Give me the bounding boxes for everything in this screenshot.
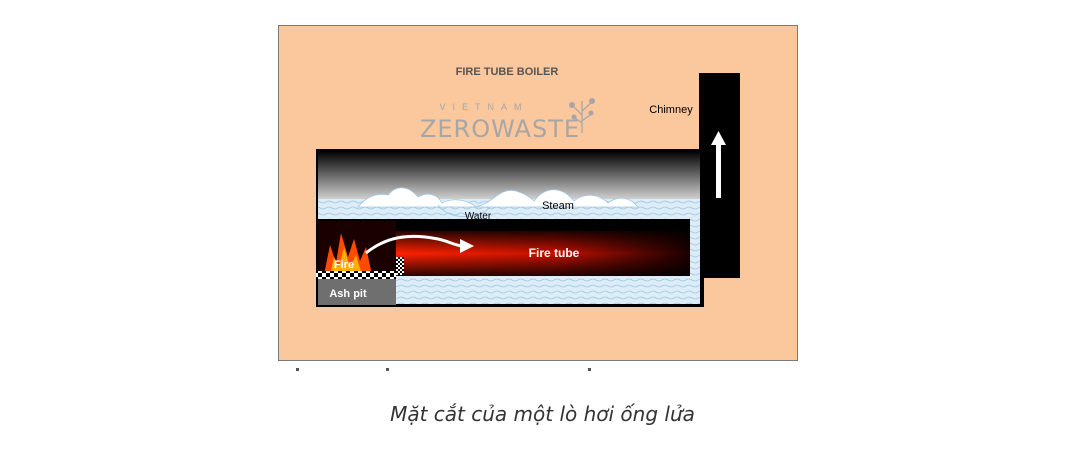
watermark-bottom: ZEROWASTE: [420, 115, 580, 143]
fire-tube-label: Fire tube: [529, 246, 580, 260]
steam-label: Steam: [542, 200, 574, 212]
flow-arrow-icon: [365, 234, 474, 255]
figure-caption: Mặt cắt của một lò hơi ống lửa: [390, 402, 695, 426]
water-lower: [396, 276, 700, 304]
chimney-label: Chimney: [649, 104, 693, 116]
ash-pit: [318, 279, 396, 305]
diagram-frame: FIRE TUBE BOILER VIETNAM ZEROWASTE Chimn…: [278, 25, 798, 361]
fire-label: Fire: [334, 259, 354, 271]
ash-pit-label: Ash pit: [329, 288, 367, 300]
scan-mark: [386, 368, 389, 371]
scan-mark: [296, 368, 299, 371]
grate: [316, 271, 396, 279]
boiler-diagram: FIRE TUBE BOILER VIETNAM ZEROWASTE Chimn…: [278, 25, 798, 361]
water-label: Water: [465, 211, 492, 222]
water-bubble: [437, 204, 491, 217]
diagram-title: FIRE TUBE BOILER: [456, 66, 559, 78]
watermark-logo: VIETNAM ZEROWASTE: [420, 98, 595, 143]
scan-mark: [588, 368, 591, 371]
watermark-top: VIETNAM: [439, 102, 528, 112]
chimney-arrow-icon: [711, 131, 726, 198]
fire-tube-shading: [396, 231, 690, 276]
steam-surface: [357, 187, 639, 208]
flames-icon: [324, 233, 372, 275]
grate-vertical: [396, 257, 404, 275]
tree-icon: [569, 98, 595, 133]
water-side-channel: [690, 219, 700, 277]
